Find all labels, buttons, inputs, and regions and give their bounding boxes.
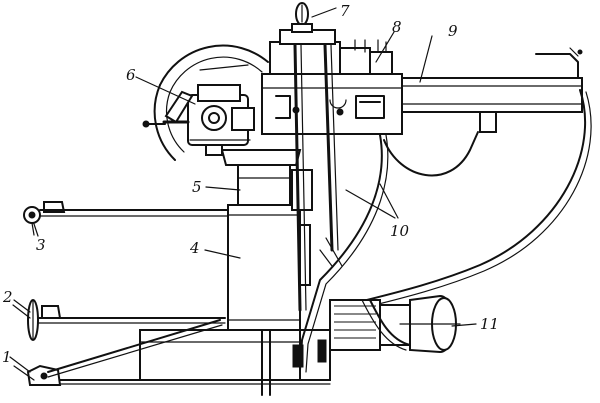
- callout-8: 8: [392, 18, 402, 36]
- callout-3: 3: [36, 236, 46, 254]
- lower-lever: [12, 299, 226, 341]
- callout-6: 6: [126, 66, 136, 84]
- callout-7: 7: [340, 2, 350, 20]
- callout-5: 5: [192, 178, 202, 196]
- clamp-head: [142, 84, 255, 156]
- callout-11: 11: [480, 315, 499, 333]
- callout-10: 10: [390, 222, 410, 240]
- callout-2: 2: [2, 288, 13, 306]
- electric-motor: [329, 294, 461, 354]
- callout-labels: 1 2 3 4 5 6 7 8 9 10 11: [2, 2, 499, 366]
- leader-lines: [9, 31, 477, 373]
- upper-lever: [23, 201, 231, 236]
- top-handle: [291, 2, 337, 33]
- callout-9: 9: [448, 22, 458, 40]
- callout-1: 1: [2, 348, 12, 366]
- horizontal-beam: [401, 35, 583, 133]
- callout-4: 4: [189, 239, 200, 257]
- foot-pedal: [13, 319, 223, 386]
